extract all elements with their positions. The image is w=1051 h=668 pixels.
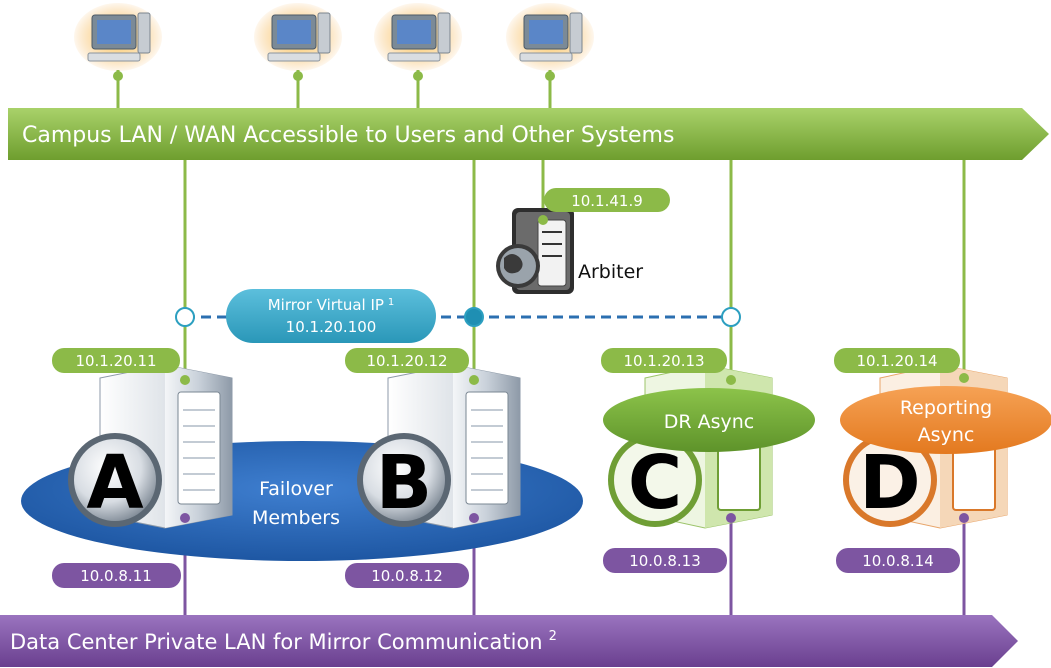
private-lan-banner: Data Center Private LAN for Mirror Commu… bbox=[0, 615, 1018, 667]
ip-tag-a-upper: 10.1.20.11 bbox=[52, 348, 180, 373]
ip-tag-c-upper: 10.1.20.13 bbox=[601, 348, 727, 373]
svg-text:Async: Async bbox=[918, 424, 975, 446]
campus-drops bbox=[183, 160, 966, 380]
workstation-icon bbox=[374, 3, 462, 71]
failover-label-line1: Failover bbox=[259, 478, 333, 500]
vip-node-b-active bbox=[464, 307, 484, 327]
server-c-letter: C bbox=[628, 440, 682, 526]
server-a: A bbox=[68, 364, 233, 529]
server-a-letter: A bbox=[86, 440, 143, 526]
ip-tag-d-upper: 10.1.20.14 bbox=[834, 348, 960, 373]
svg-text:10.1.20.13: 10.1.20.13 bbox=[623, 352, 704, 370]
pc-connectors bbox=[116, 70, 552, 110]
failover-label-line2: Members bbox=[252, 507, 340, 529]
svg-text:Mirror Virtual IP1: Mirror Virtual IP1 bbox=[268, 296, 395, 314]
vip-node-a bbox=[175, 307, 195, 327]
svg-text:10.0.8.13: 10.0.8.13 bbox=[629, 552, 701, 570]
arbiter-label: Arbiter bbox=[578, 261, 643, 283]
server-c: C DR Async bbox=[603, 364, 815, 529]
vip-node-c bbox=[721, 307, 741, 327]
user-workstations bbox=[74, 3, 594, 71]
workstation-icon bbox=[506, 3, 594, 71]
svg-text:Reporting: Reporting bbox=[900, 397, 992, 419]
server-d-letter: D bbox=[859, 440, 920, 526]
arbiter-ip-tag: 10.1.41.9 bbox=[544, 188, 670, 212]
workstation-icon bbox=[254, 3, 342, 71]
dr-async-badge bbox=[603, 388, 815, 452]
campus-lan-banner: Campus LAN / WAN Accessible to Users and… bbox=[8, 108, 1049, 160]
server-b: B bbox=[357, 364, 521, 529]
pc-connector-dots bbox=[113, 71, 555, 81]
ip-tag-a-lower: 10.0.8.11 bbox=[52, 563, 181, 588]
reporting-async-badge bbox=[840, 386, 1051, 454]
workstation-icon bbox=[74, 3, 162, 71]
server-b-letter: B bbox=[376, 440, 432, 526]
private-lan-label: Data Center Private LAN for Mirror Commu… bbox=[10, 629, 557, 654]
svg-text:10.1.20.14: 10.1.20.14 bbox=[856, 352, 937, 370]
campus-lan-label: Campus LAN / WAN Accessible to Users and… bbox=[22, 123, 674, 148]
svg-text:DR Async: DR Async bbox=[664, 411, 755, 433]
ip-tag-c-lower: 10.0.8.13 bbox=[603, 548, 727, 573]
server-d: D Reporting Async bbox=[840, 364, 1051, 529]
svg-text:10.0.8.14: 10.0.8.14 bbox=[862, 552, 934, 570]
svg-text:10.0.8.12: 10.0.8.12 bbox=[371, 567, 443, 585]
ip-tag-b-lower: 10.0.8.12 bbox=[345, 563, 469, 588]
svg-text:10.1.20.100: 10.1.20.100 bbox=[286, 318, 377, 336]
svg-text:10.1.20.11: 10.1.20.11 bbox=[75, 352, 156, 370]
arbiter-server bbox=[496, 208, 574, 294]
svg-text:10.1.41.9: 10.1.41.9 bbox=[571, 192, 643, 210]
svg-text:10.0.8.11: 10.0.8.11 bbox=[80, 567, 152, 585]
svg-text:10.1.20.12: 10.1.20.12 bbox=[366, 352, 447, 370]
ip-tag-b-upper: 10.1.20.12 bbox=[345, 348, 469, 373]
ip-tag-d-lower: 10.0.8.14 bbox=[836, 548, 960, 573]
